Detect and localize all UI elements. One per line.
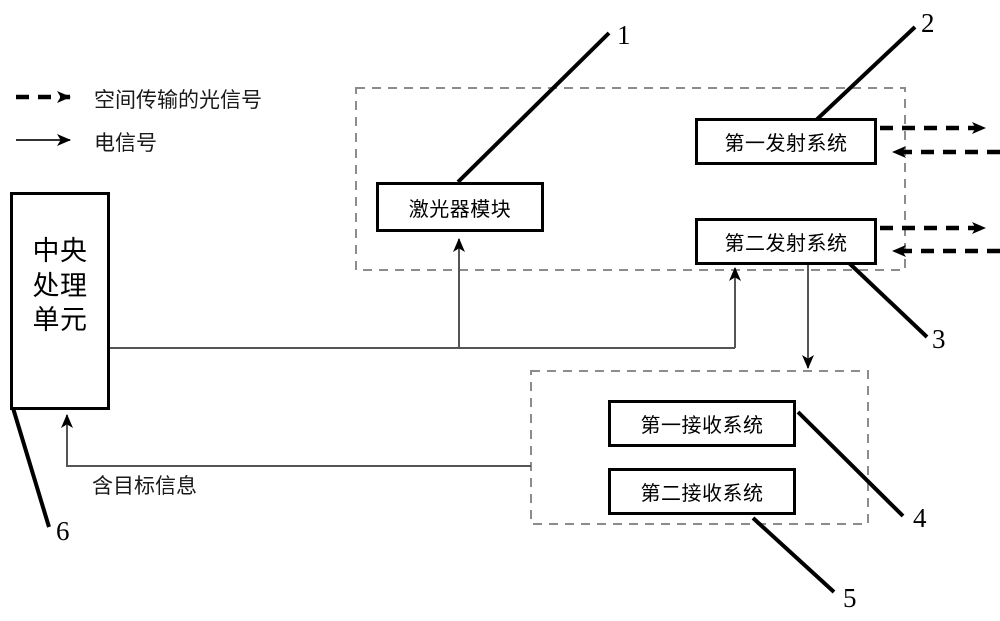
node-receive-system-2[interactable]: 第二接收系统 <box>608 468 796 515</box>
ref-label-6: 6 <box>56 516 70 546</box>
legend-item-optical-label: 空间传输的光信号 <box>94 88 262 112</box>
leader-line-4 <box>796 410 905 518</box>
ref-label-5: 5 <box>843 583 857 613</box>
edge-receive-group-to-cpu <box>61 414 531 467</box>
ref-label-4: 4 <box>913 503 927 533</box>
node-cpu[interactable]: 中央 处理 单元 <box>10 192 110 410</box>
leader-line-5 <box>751 516 836 594</box>
node-cpu-line-2: 处理 <box>32 270 88 302</box>
leader-line-1 <box>456 31 611 184</box>
leader-line-3 <box>846 260 929 339</box>
node-cpu-line-3: 单元 <box>32 305 88 337</box>
ref-label-2: 2 <box>921 8 935 38</box>
receive-group-boundary <box>530 370 869 525</box>
node-laser-module[interactable]: 激光器模块 <box>376 182 544 232</box>
node-transmit-system-2[interactable]: 第二发射系统 <box>695 218 877 265</box>
leader-line-6 <box>11 407 51 528</box>
node-transmit-system-1[interactable]: 第一发射系统 <box>695 118 877 165</box>
edge-label-target-information: 含目标信息 <box>92 474 197 498</box>
legend-item-electrical-label: 电信号 <box>94 131 157 155</box>
transmit-group-boundary <box>355 87 906 271</box>
ref-label-3: 3 <box>932 324 946 354</box>
ref-label-1: 1 <box>617 20 631 50</box>
node-cpu-line-1: 中央 <box>32 236 88 268</box>
node-receive-system-1[interactable]: 第一接收系统 <box>608 400 796 447</box>
